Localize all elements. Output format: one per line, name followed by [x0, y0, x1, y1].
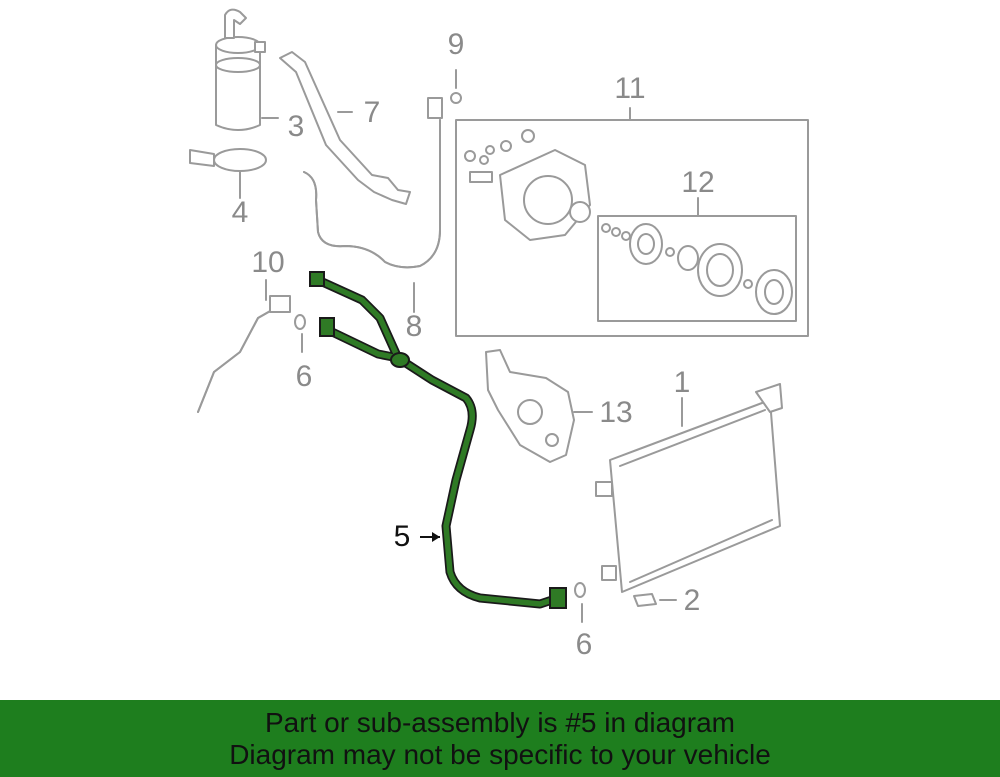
footer-banner: Part or sub-assembly is #5 in diagram Di… — [0, 700, 1000, 777]
o-ring-9 — [450, 92, 462, 104]
compressor-bracket-part — [485, 349, 575, 463]
clutch-assembly-part — [601, 223, 793, 315]
o-ring-6-upper — [294, 314, 306, 330]
footer-line-1: Part or sub-assembly is #5 in diagram — [265, 706, 735, 738]
highlighted-hose-5 — [309, 271, 567, 609]
callout-6-upper: 6 — [296, 360, 313, 393]
callout-10: 10 — [251, 246, 284, 279]
compressor-part — [464, 129, 591, 241]
callout-12: 12 — [681, 166, 714, 199]
callout-13: 13 — [599, 396, 632, 429]
leader-5-arrow — [432, 532, 440, 542]
line-10-part — [197, 295, 291, 413]
hose-7-part — [279, 51, 411, 205]
callout-3: 3 — [288, 110, 305, 143]
condenser-part — [595, 383, 783, 593]
parts-diagram: 3 4 7 9 11 12 10 8 6 1 13 5 2 6 — [189, 8, 809, 661]
callout-4: 4 — [232, 196, 249, 229]
callout-5-highlighted: 5 — [394, 520, 411, 553]
callout-8: 8 — [406, 310, 423, 343]
callout-11: 11 — [614, 72, 645, 105]
receiver-drier-part — [215, 8, 266, 131]
callout-1: 1 — [674, 366, 691, 399]
drier-bracket-part — [189, 148, 267, 172]
callout-7: 7 — [364, 96, 381, 129]
callout-2: 2 — [684, 584, 701, 617]
callout-6-lower: 6 — [576, 628, 593, 661]
footer-line-2: Diagram may not be specific to your vehi… — [229, 738, 771, 770]
bracket-2-part — [633, 593, 657, 607]
callout-9: 9 — [448, 28, 465, 61]
o-ring-6-lower — [574, 582, 586, 598]
hose-8-part — [303, 97, 443, 269]
